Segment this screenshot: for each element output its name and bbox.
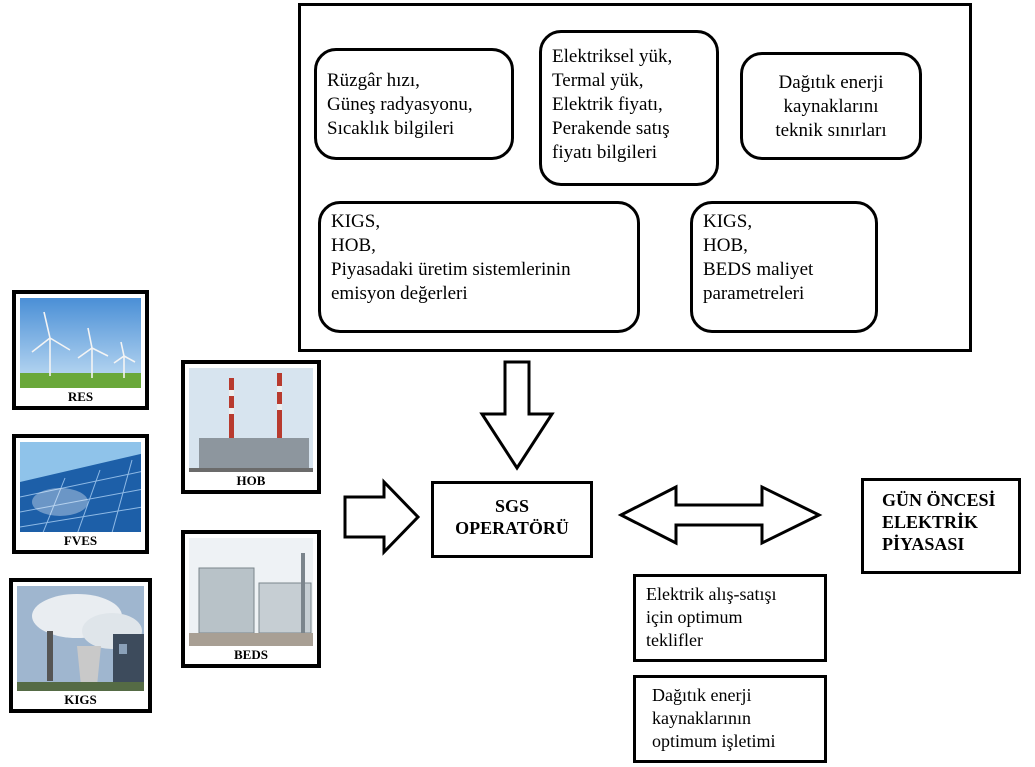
optimum-operation-box: Dağıtık enerji kaynaklarının optimum işl… [633, 675, 827, 763]
fves-label: FVES [63, 533, 98, 548]
beds-label: BEDS [234, 647, 268, 662]
kigs-label: KIGS [64, 692, 97, 707]
sgs-operator-box: SGS OPERATÖRÜ [431, 481, 593, 558]
down-arrow [479, 360, 555, 471]
solar-panel-image [20, 442, 141, 532]
kigs-photo: KIGS [9, 578, 152, 713]
hob-label: HOB [236, 473, 266, 488]
technical-limits-box: Dağıtık enerji kaynaklarını teknik sınır… [740, 52, 922, 160]
double-arrow [617, 484, 823, 546]
weather-info-box: Rüzgâr hızı, Güneş radyasyonu, Sıcaklık … [314, 48, 514, 160]
optimum-offers-box: Elektrik alış-satışı için optimum teklif… [633, 574, 827, 662]
beds-photo: BEDS [181, 530, 321, 668]
right-arrow [343, 478, 421, 556]
power-plant-image [17, 586, 144, 691]
emission-values-box: KIGS, HOB, Piyasadaki üretim sistemlerin… [318, 201, 640, 333]
hob-photo: HOB [181, 360, 321, 494]
battery-storage-image [189, 538, 313, 646]
wind-turbine-image [20, 298, 141, 388]
cost-parameters-box: KIGS, HOB, BEDS maliyet parametreleri [690, 201, 878, 333]
load-price-info-box: Elektriksel yük, Termal yük, Elektrik fi… [539, 30, 719, 186]
res-photo: RES [12, 290, 149, 410]
boiler-plant-image [189, 368, 313, 472]
res-label: RES [67, 389, 94, 404]
input-data-frame [298, 3, 972, 352]
fves-photo: FVES [12, 434, 149, 554]
day-ahead-market-box: GÜN ÖNCESİ ELEKTRİK PİYASASI [861, 478, 1021, 574]
